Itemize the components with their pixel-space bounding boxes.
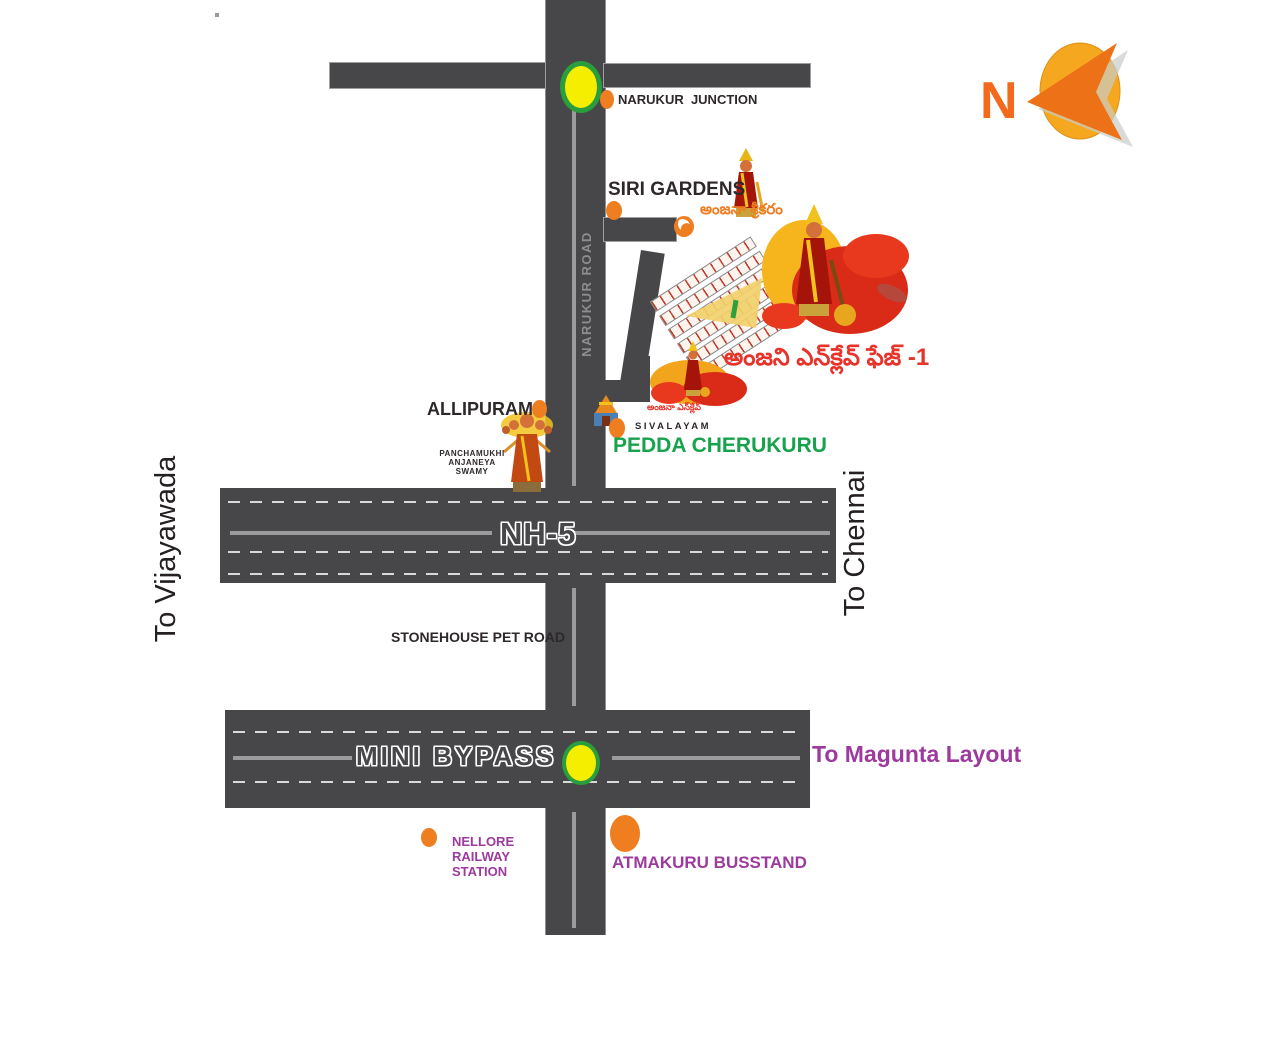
to-chennai-label: To Chennai [839,469,871,617]
center-line [572,812,576,928]
nh5-highway [220,488,836,583]
median-line [230,531,492,535]
siri-gardens-label: SIRI GARDENS [608,179,746,200]
pedda-cherukuru-label: PEDDA CHERUKURU [613,434,827,457]
top-cross-road-east [604,64,810,87]
lane-marking [228,573,828,575]
mini-bypass-label: MINI BYPASS [356,741,557,771]
venture-marker-label: అంజనా ఎన్‌క్లేవ్ [647,402,702,412]
narukur-junction-marker [600,90,614,109]
top-cross-road-west [330,63,545,88]
sivalayam-label: SIVALAYAM [635,421,711,432]
panchamukhi-anjaneya-art [501,412,553,492]
narukur-junction-label: NARUKUR JUNCTION [618,92,758,107]
traffic-signal-narukur-junction [560,61,602,113]
magunta-layout-label: To Magunta Layout [812,741,1022,767]
nh5-label: NH-5 [500,516,577,551]
lane-marking [233,731,803,733]
allipuram-marker [532,400,547,418]
traffic-signal-mini-bypass [562,741,600,785]
nellore-station-label: NELLORE RAILWAY STATION [452,834,515,879]
allipuram-label: ALLIPURAM [427,399,533,419]
stonehouse-pet-road-label: STONEHOUSE PET ROAD [391,629,565,645]
median-line [612,756,800,760]
stray-mark [215,13,219,17]
sivalayam-marker [609,418,625,438]
siri-gardens-telugu-label: అంజనా శ్రీకరం [700,201,783,218]
lane-marking [228,501,828,503]
compass-north-label: N [980,72,1018,130]
nellore-station-marker [421,828,437,847]
narukur-road-label: NARUKUR ROAD [579,231,594,357]
median-line [233,756,352,760]
lane-marking [233,781,803,783]
center-line [572,100,576,486]
hanuman-deity-art [762,204,909,334]
to-vijayawada-label: To Vijayawada [150,455,182,643]
siri-gardens-marker [606,201,622,220]
center-line [572,588,576,706]
venture-title-label: అంజని ఎన్‌క్లేవ్ ఫేజ్ -1 [724,344,930,371]
venture-entrance-logo [674,216,694,237]
compass-icon [1027,42,1133,147]
siri-gardens-deity-art [734,148,765,217]
siri-gardens-spur-road [604,218,676,241]
venture-deity-art [650,341,747,406]
atmakuru-busstand-label: ATMAKURU BUSSTAND [612,853,807,872]
median-line [560,531,830,535]
mini-bypass-road [225,710,810,808]
lane-marking [228,551,828,553]
layout-pointer-arrow [686,278,762,328]
atmakuru-busstand-marker [610,815,640,852]
panchamukhi-temple-label: PANCHAMUKHI ANJANEYA SWAMY [439,449,505,477]
